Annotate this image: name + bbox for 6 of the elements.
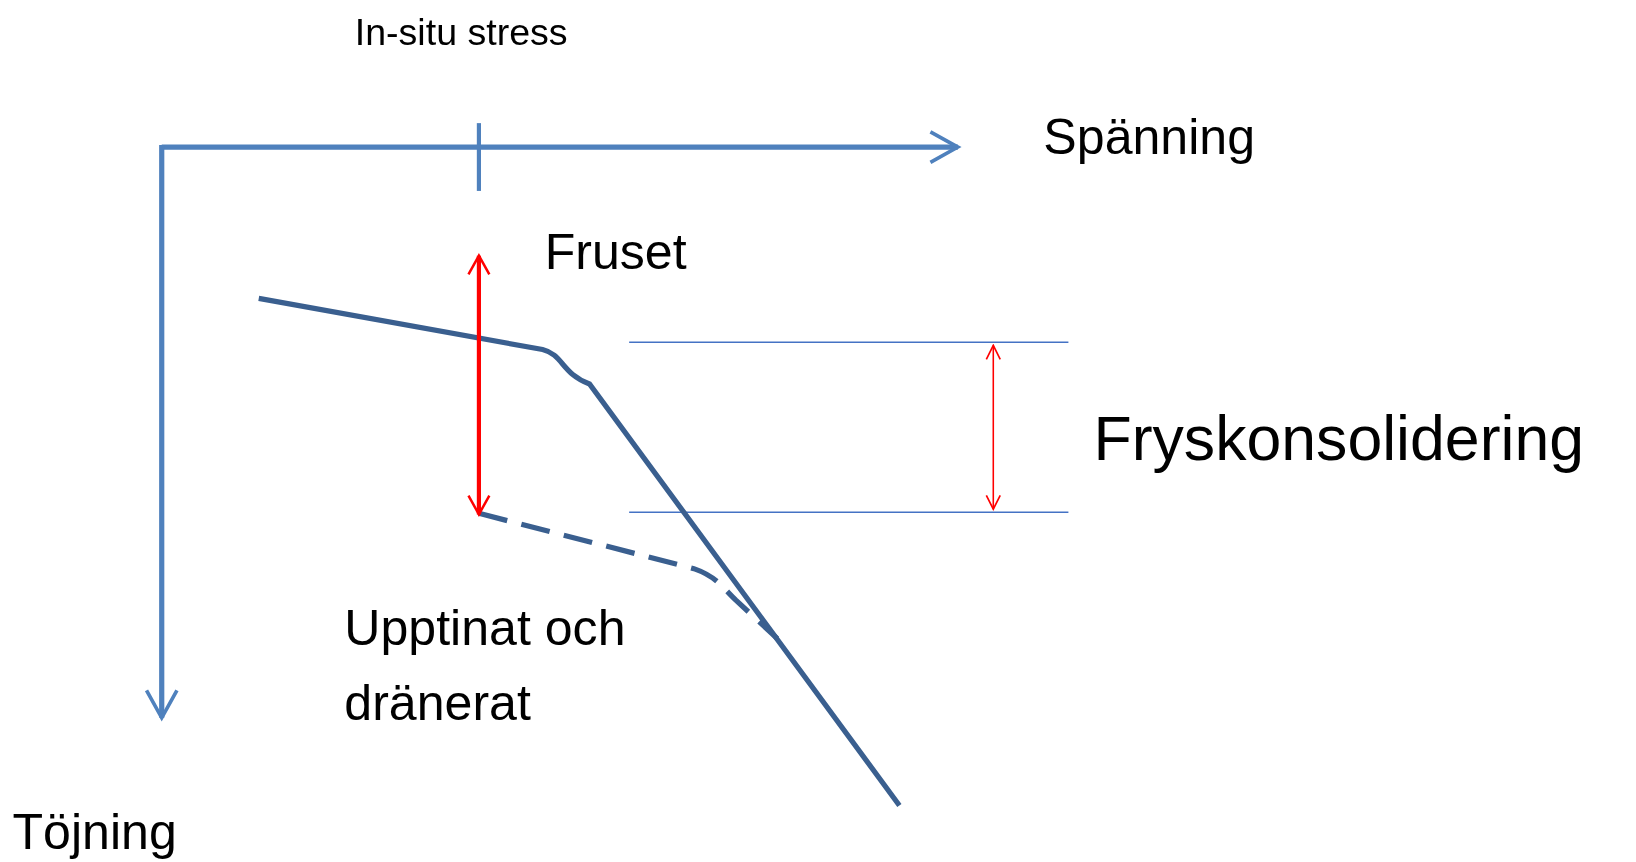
- annotation-label: Fryskonsolidering: [1093, 402, 1585, 476]
- curve-label: Fruset: [544, 223, 687, 282]
- axis-title: Spänning: [1043, 108, 1256, 167]
- axis-title: Töjning: [12, 803, 177, 862]
- axis-tick-label: In-situ stress: [354, 9, 568, 56]
- curve-label: Upptinat och dränerat: [344, 598, 627, 733]
